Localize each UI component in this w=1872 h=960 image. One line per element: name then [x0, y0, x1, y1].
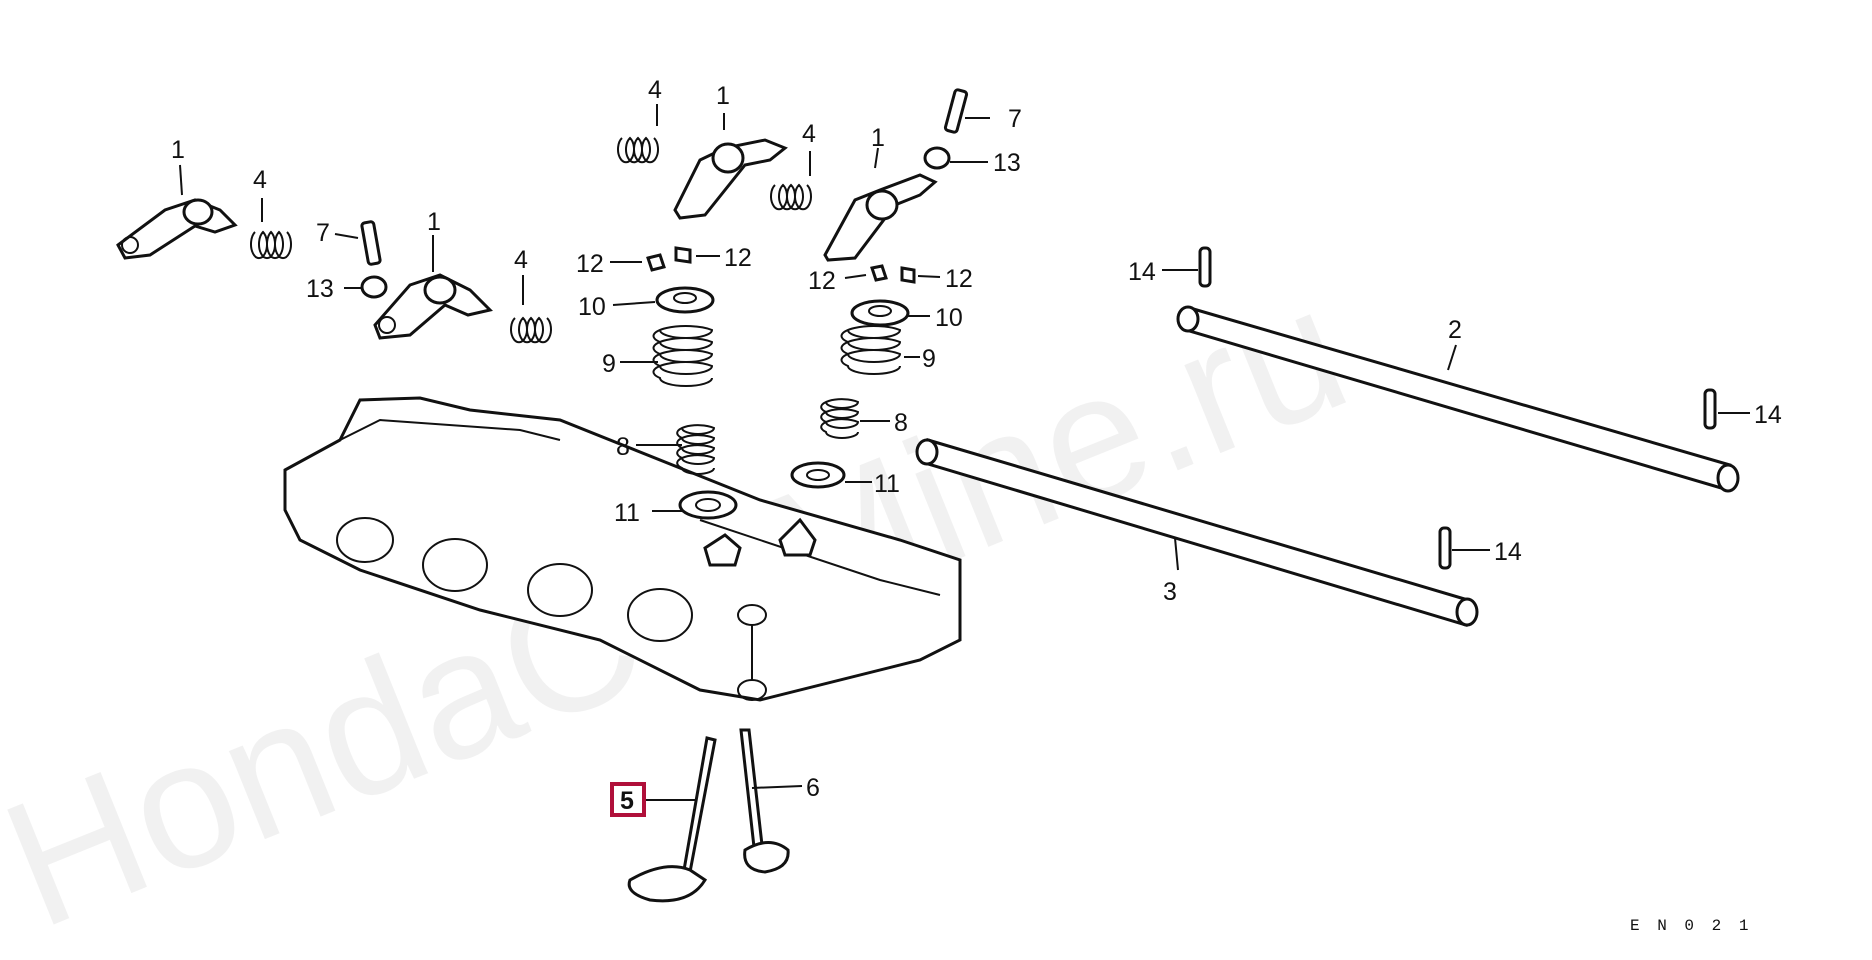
adjusting-screw-left	[360, 220, 382, 266]
cylinder-head	[283, 396, 962, 702]
callout-1-rocker-left: 1	[171, 136, 185, 164]
highlight-box-5	[610, 782, 646, 817]
callout-12-cotter-left-b: 12	[724, 244, 752, 272]
callout-9-outer-spring-left: 9	[602, 350, 616, 378]
valve-spring-outer-left	[652, 325, 714, 387]
rocker-arm-center	[673, 138, 788, 220]
spring-retainer-right	[850, 299, 910, 327]
rocker-arm-left	[116, 198, 238, 260]
callout-6-exhaust-valve: 6	[806, 774, 820, 802]
locknut-right	[923, 146, 951, 170]
valve-cotter-left-b	[674, 246, 692, 264]
callout-2-shaft-upper: 2	[1448, 316, 1462, 344]
valve-spring-inner-left	[676, 424, 716, 475]
callout-12-cotter-left-a: 12	[576, 250, 604, 278]
intake-valve	[627, 736, 717, 903]
callout-7-screw-right: 7	[1008, 105, 1022, 133]
callout-13-nut-right: 13	[993, 149, 1021, 177]
callout-8-inner-spring-right: 8	[894, 409, 908, 437]
callout-12-cotter-right-a: 12	[808, 267, 836, 295]
rocker-spring-center-left	[510, 316, 552, 344]
dowel-pin-c	[1438, 526, 1452, 570]
callout-9-outer-spring-right: 9	[922, 345, 936, 373]
valve-spring-outer-right	[840, 325, 902, 375]
callout-4-spring-left: 4	[253, 166, 267, 194]
callout-labels: 1 4 7 13 1 4 4 1 4 1 7 13 12 12 12 12 10…	[171, 76, 1782, 817]
spring-retainer-left	[655, 286, 715, 314]
callout-1-rocker-center-left: 1	[427, 208, 441, 236]
callout-11-seat-right: 11	[874, 470, 900, 498]
callout-4-spring-top: 4	[648, 76, 662, 104]
callout-7-screw-left: 7	[316, 219, 330, 247]
dowel-pin-b	[1703, 388, 1717, 430]
rocker-spring-top	[617, 136, 659, 164]
callout-5-intake-valve[interactable]: 5	[620, 787, 634, 815]
leader-lines	[179, 104, 1750, 801]
rocker-spring-left	[250, 230, 292, 260]
valve-spring-inner-right	[820, 398, 860, 439]
callout-12-cotter-right-b: 12	[945, 265, 973, 293]
spring-seat-right	[790, 461, 846, 489]
callout-1-rocker-right: 1	[871, 124, 885, 152]
callout-11-seat-left: 11	[614, 499, 640, 527]
rocker-shaft-lower	[915, 438, 1479, 627]
callout-4-spring-center-left: 4	[514, 246, 528, 274]
callout-1-rocker-center: 1	[716, 82, 730, 110]
valve-cotter-left-a	[646, 253, 666, 272]
rocker-spring-top-right	[770, 183, 812, 211]
callout-14-pin-c: 14	[1494, 538, 1522, 566]
locknut-left	[360, 275, 388, 299]
callout-3-shaft-lower: 3	[1163, 578, 1177, 606]
callout-10-retainer-right: 10	[935, 304, 963, 332]
rocker-shaft-upper	[1176, 305, 1740, 493]
callout-14-pin-b: 14	[1754, 401, 1782, 429]
spring-seat-left	[678, 490, 738, 520]
diagram-code: E N 0 2 1	[1630, 917, 1752, 935]
rocker-arm-center-left	[373, 273, 493, 340]
callout-13-nut-left: 13	[306, 275, 334, 303]
dowel-pin-a	[1198, 246, 1212, 288]
adjusting-screw-right	[943, 88, 969, 134]
valve-cotter-right-b	[900, 266, 916, 284]
exhaust-valve	[739, 728, 790, 874]
callout-4-spring-top-right: 4	[802, 120, 816, 148]
callout-10-retainer-left: 10	[578, 293, 606, 321]
callout-14-pin-a: 14	[1128, 258, 1156, 286]
callout-8-inner-spring-left: 8	[616, 433, 630, 461]
valve-cotter-right-a	[870, 264, 888, 282]
rocker-arm-right	[823, 173, 938, 262]
